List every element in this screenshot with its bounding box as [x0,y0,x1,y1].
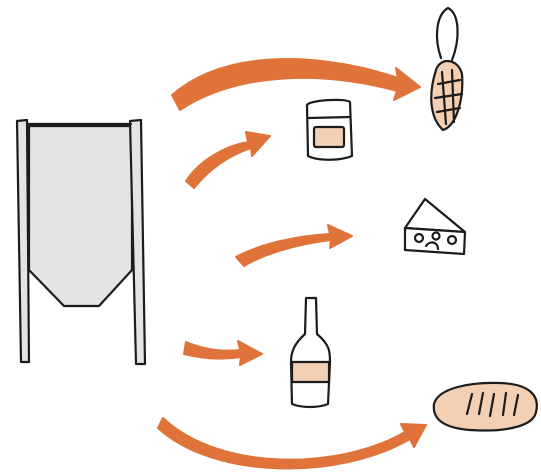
arrow-to-yogurt [186,132,270,188]
arrow-to-salami [172,59,420,110]
yogurt-jar-icon [307,100,352,160]
arrow-to-bread [158,418,426,468]
arrow-to-cheese [236,225,352,266]
cheese-wedge-icon [405,199,465,254]
bread-loaf-icon [434,383,537,431]
fermentation-tank-icon [17,120,145,364]
arrow-to-wine [184,341,262,365]
wine-bottle-icon [291,298,330,407]
hanging-salami-icon [431,8,462,130]
